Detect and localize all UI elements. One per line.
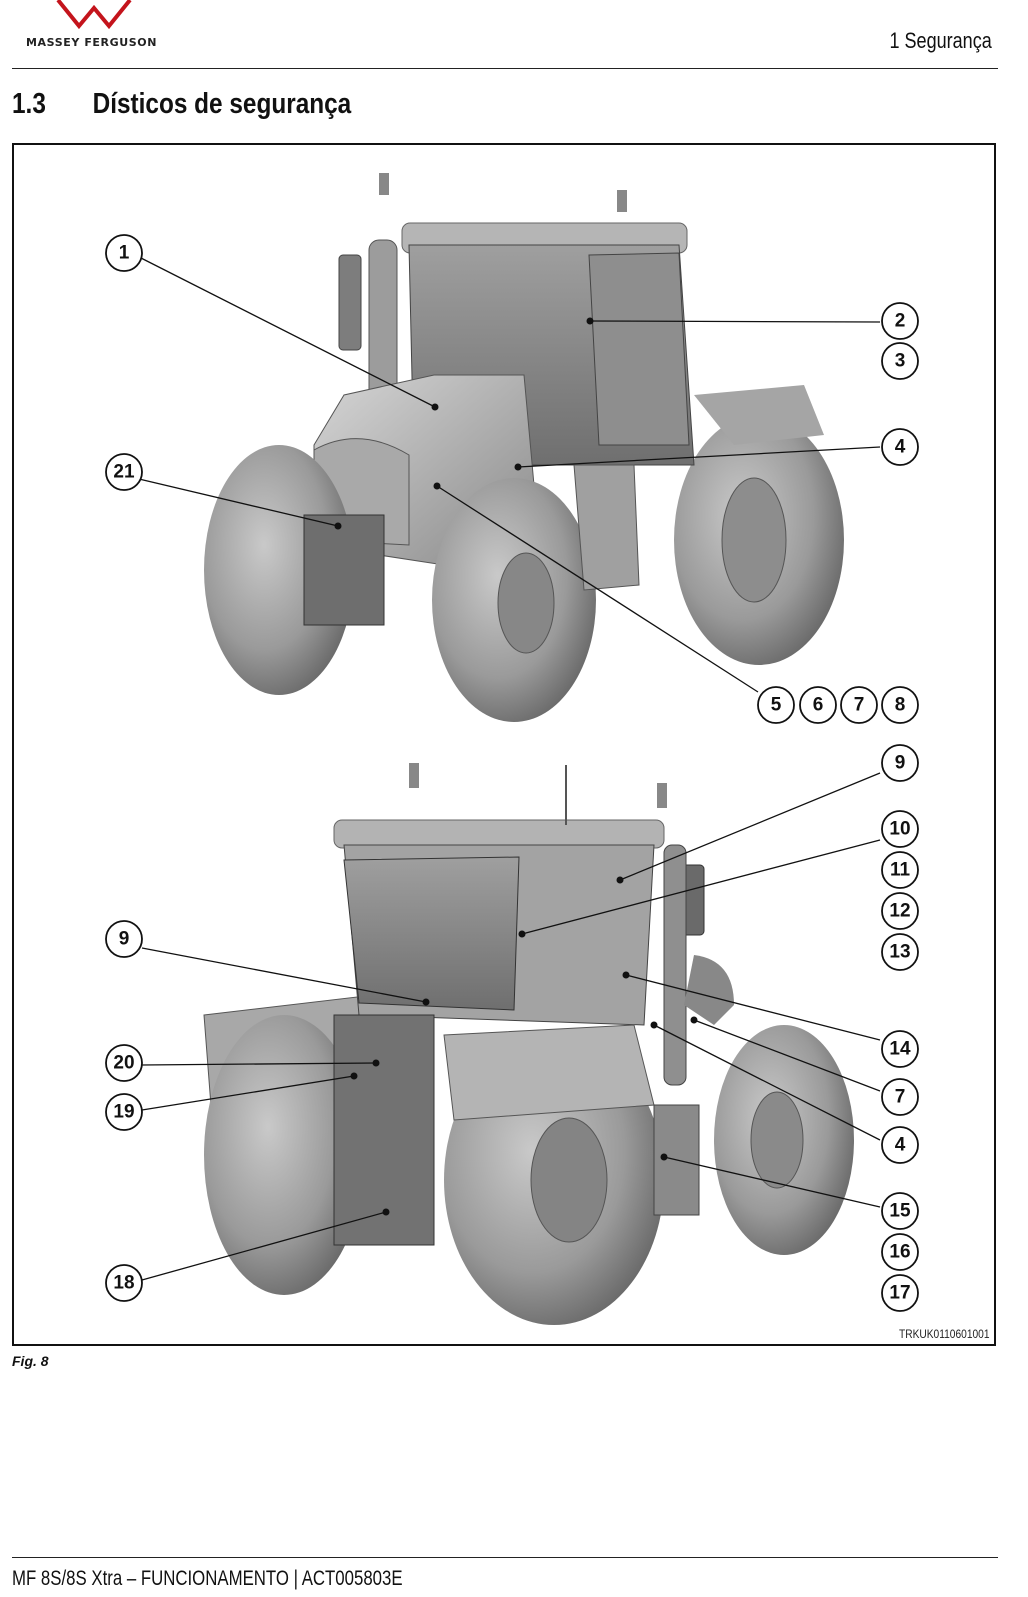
- callout-9-top: 9: [881, 744, 919, 782]
- tractor-illustration: 1 2 3 4 5 6 7 8 9 10 11 12 13 14 7 4 15 …: [105, 173, 919, 1325]
- svg-text:12: 12: [889, 901, 910, 922]
- figure-caption: Fig. 8: [12, 1353, 49, 1369]
- callout-4: 4: [881, 428, 919, 466]
- brand-name: MASSEY FERGUSON: [26, 36, 158, 49]
- svg-text:6: 6: [813, 695, 824, 716]
- svg-text:20: 20: [113, 1053, 134, 1074]
- callout-7-lower: 7: [881, 1078, 919, 1116]
- page-header: MASSEY FERGUSON 1 Segurança: [0, 0, 1028, 70]
- callout-5: 5: [757, 686, 795, 724]
- footer-divider: [12, 1557, 998, 1558]
- figure-frame: 1 2 3 4 5 6 7 8 9 10 11 12 13 14 7 4 15 …: [12, 143, 996, 1346]
- tractor-rear-view: [203, 763, 854, 1325]
- callout-12: 12: [881, 892, 919, 930]
- page-footer: MF 8S/8S Xtra – FUNCIONAMENTO | ACT00580…: [12, 1567, 403, 1590]
- callout-18: 18: [105, 1264, 143, 1302]
- callout-8: 8: [881, 686, 919, 724]
- svg-text:21: 21: [113, 462, 135, 483]
- svg-text:13: 13: [889, 942, 910, 963]
- svg-text:4: 4: [895, 1135, 906, 1156]
- massey-ferguson-logo: [56, 0, 132, 30]
- callout-6: 6: [799, 686, 837, 724]
- callout-10: 10: [881, 810, 919, 848]
- svg-text:9: 9: [895, 753, 906, 774]
- callout-13: 13: [881, 933, 919, 971]
- callout-21: 21: [105, 453, 143, 491]
- chapter-title: 1 Segurança: [889, 28, 992, 53]
- svg-text:1: 1: [119, 243, 130, 264]
- callout-2: 2: [881, 302, 919, 340]
- leader-lines: [138, 256, 881, 1281]
- callout-9-left: 9: [105, 920, 143, 958]
- callout-7: 7: [840, 686, 878, 724]
- svg-text:9: 9: [119, 929, 130, 950]
- svg-text:7: 7: [854, 695, 865, 716]
- section-number: 1.3: [12, 88, 46, 120]
- svg-text:17: 17: [889, 1283, 910, 1304]
- callout-4-lower: 4: [881, 1126, 919, 1164]
- svg-text:4: 4: [895, 437, 906, 458]
- section-heading: 1.3 Dísticos de segurança: [12, 88, 351, 121]
- callout-15: 15: [881, 1192, 919, 1230]
- svg-text:10: 10: [889, 819, 910, 840]
- svg-text:16: 16: [889, 1242, 910, 1263]
- svg-text:5: 5: [771, 695, 782, 716]
- svg-text:2: 2: [895, 311, 906, 332]
- callout-1: 1: [105, 234, 143, 272]
- callout-17: 17: [881, 1274, 919, 1312]
- callout-20: 20: [105, 1044, 143, 1082]
- section-title: Dísticos de segurança: [92, 88, 352, 120]
- svg-text:7: 7: [895, 1087, 906, 1108]
- callout-11: 11: [881, 851, 919, 889]
- svg-text:18: 18: [113, 1273, 134, 1294]
- svg-text:3: 3: [895, 351, 906, 372]
- svg-text:8: 8: [895, 695, 906, 716]
- callout-3: 3: [881, 342, 919, 380]
- callout-16: 16: [881, 1233, 919, 1271]
- svg-text:14: 14: [889, 1039, 911, 1060]
- callout-14: 14: [881, 1030, 919, 1068]
- tractor-front-view: [204, 173, 844, 722]
- figure-code: TRKUK0110601001: [899, 1327, 990, 1341]
- header-divider: [12, 68, 998, 69]
- callout-19: 19: [105, 1093, 143, 1131]
- svg-text:15: 15: [889, 1201, 911, 1222]
- svg-text:19: 19: [113, 1102, 134, 1123]
- svg-text:11: 11: [890, 860, 911, 881]
